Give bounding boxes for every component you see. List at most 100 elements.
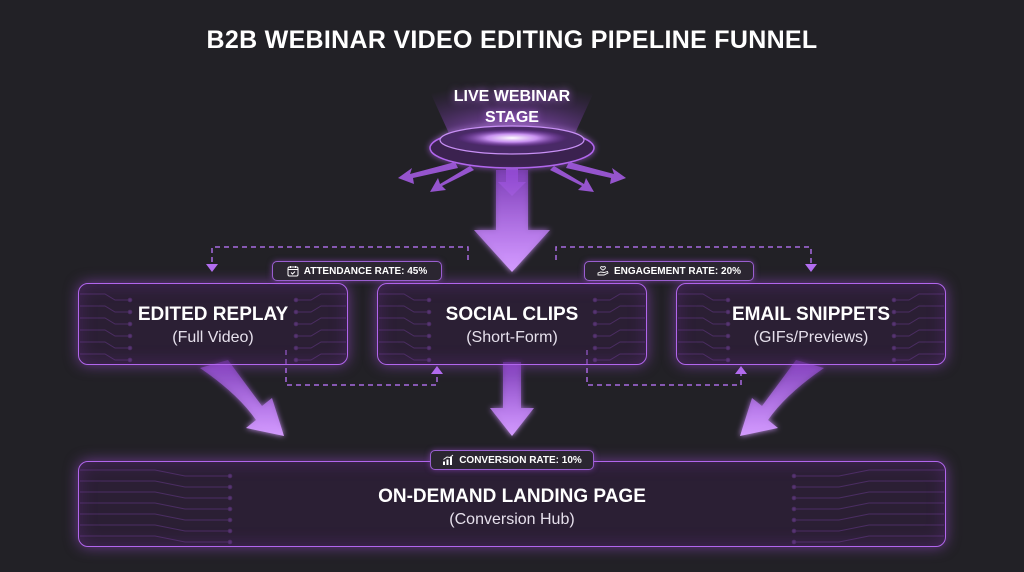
main-down-arrow	[474, 170, 550, 272]
circuit-node	[891, 357, 897, 363]
circuit-trace	[80, 524, 230, 532]
circuit-trace	[379, 305, 429, 313]
circuit-node	[592, 357, 598, 363]
circuit-trace	[794, 502, 944, 510]
webinar-stage-platform	[429, 125, 595, 169]
circuit-node	[127, 321, 133, 327]
engagement-rate-label: ENGAGEMENT RATE: 20%	[613, 265, 742, 277]
circuit-node	[725, 333, 731, 339]
circuit-node	[725, 309, 731, 315]
circuit-node	[227, 528, 233, 534]
social-clips-title: SOCIAL CLIPS	[445, 304, 579, 325]
circuit-node	[891, 309, 897, 315]
circuit-trace	[296, 329, 346, 337]
circuit-node	[725, 297, 731, 303]
circuit-node	[227, 484, 233, 490]
circuit-node	[791, 528, 797, 534]
circuit-trace	[296, 341, 346, 349]
circuit-trace	[894, 317, 944, 325]
circuit-node	[293, 345, 299, 351]
circuit-node	[791, 484, 797, 490]
circuit-node	[293, 333, 299, 339]
circuit-trace	[595, 317, 645, 325]
circuit-trace	[678, 305, 728, 313]
landing-page-title: ON-DEMAND LANDING PAGE	[378, 486, 646, 507]
circuit-trace	[379, 353, 429, 361]
engagement-rate-badge: ENGAGEMENT RATE: 20%	[584, 261, 754, 281]
circuit-trace	[80, 329, 130, 337]
circuit-node	[592, 333, 598, 339]
circuit-trace	[595, 293, 645, 301]
circuit-node	[293, 357, 299, 363]
stage-label-line1: LIVE WEBINAR	[453, 88, 571, 105]
circuit-trace	[794, 513, 944, 521]
circuit-node	[227, 506, 233, 512]
circuit-node	[791, 473, 797, 479]
circuit-trace	[80, 480, 230, 488]
circuit-node	[426, 321, 432, 327]
circuit-trace	[80, 293, 130, 301]
circuit-node	[426, 333, 432, 339]
attendance-rate-badge: ATTENDANCE RATE: 45%	[272, 261, 442, 281]
circuit-trace	[80, 502, 230, 510]
circuit-node	[891, 297, 897, 303]
circuit-trace	[894, 341, 944, 349]
circuit-trace	[296, 293, 346, 301]
dashed-feedback-lines	[211, 246, 812, 386]
conversion-rate-badge: CONVERSION RATE: 10%	[430, 450, 594, 470]
circuit-node	[426, 297, 432, 303]
circuit-node	[127, 333, 133, 339]
circuit-node	[293, 309, 299, 315]
circuit-trace	[379, 293, 429, 301]
output-to-landing-arrows	[200, 360, 824, 436]
calendar-check-icon	[287, 266, 299, 277]
circuit-node	[725, 357, 731, 363]
social-clips-box: SOCIAL CLIPS (Short-Form)	[377, 283, 647, 365]
circuit-trace	[678, 341, 728, 349]
circuit-trace	[80, 469, 230, 477]
circuit-trace	[595, 341, 645, 349]
circuit-node	[791, 539, 797, 545]
circuit-node	[426, 345, 432, 351]
circuit-node	[293, 321, 299, 327]
conversion-rate-label: CONVERSION RATE: 10%	[459, 454, 582, 466]
circuit-trace	[80, 535, 230, 543]
circuit-trace	[894, 305, 944, 313]
attendance-rate-label: ATTENDANCE RATE: 45%	[303, 265, 428, 277]
circuit-trace	[379, 329, 429, 337]
stage-light-beam	[420, 70, 604, 140]
landing-page-subtitle: (Conversion Hub)	[449, 511, 575, 528]
circuit-trace	[678, 329, 728, 337]
circuit-node	[725, 345, 731, 351]
email-snippets-subtitle: (GIFs/Previews)	[753, 329, 869, 346]
circuit-node	[127, 357, 133, 363]
landing-page-box: ON-DEMAND LANDING PAGE (Conversion Hub)	[78, 461, 946, 547]
circuit-node	[227, 539, 233, 545]
circuit-node	[592, 297, 598, 303]
circuit-trace	[894, 329, 944, 337]
dashed-line-arrowheads	[206, 264, 817, 374]
circuit-node	[791, 517, 797, 523]
circuit-node	[891, 345, 897, 351]
email-snippets-box: EMAIL SNIPPETS (GIFs/Previews)	[676, 283, 946, 365]
circuit-node	[791, 495, 797, 501]
circuit-trace	[80, 317, 130, 325]
circuit-trace	[794, 535, 944, 543]
circuit-node	[127, 345, 133, 351]
circuit-trace	[595, 329, 645, 337]
circuit-trace	[894, 293, 944, 301]
email-snippets-title: EMAIL SNIPPETS	[731, 304, 890, 325]
circuit-trace	[678, 353, 728, 361]
circuit-trace	[296, 317, 346, 325]
circuit-node	[227, 495, 233, 501]
circuit-trace	[678, 317, 728, 325]
circuit-trace	[678, 293, 728, 301]
circuit-node	[592, 345, 598, 351]
circuit-node	[426, 357, 432, 363]
circuit-trace	[80, 305, 130, 313]
circuit-trace	[595, 353, 645, 361]
circuit-node	[293, 297, 299, 303]
circuit-trace	[794, 524, 944, 532]
circuit-trace	[80, 341, 130, 349]
